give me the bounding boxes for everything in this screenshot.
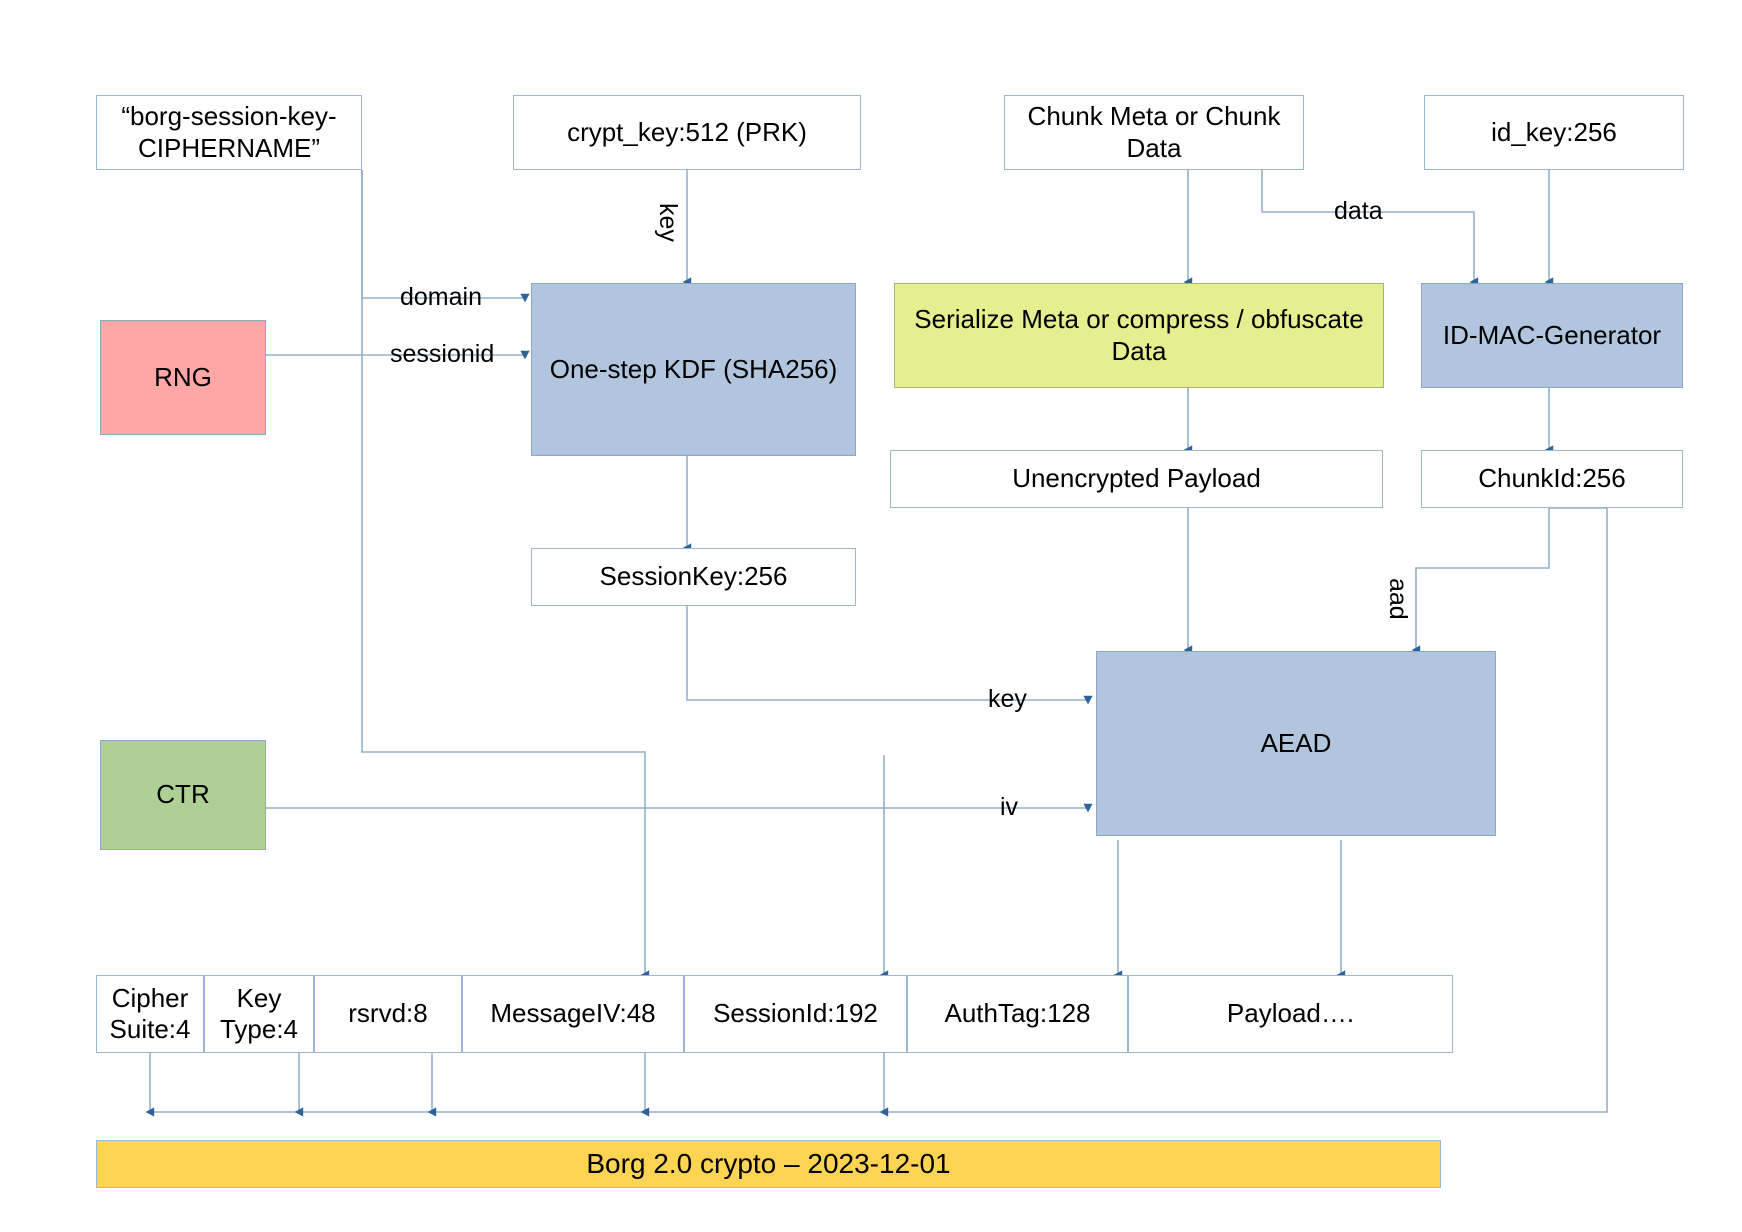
edge-label-key-to-aead: key bbox=[988, 685, 1027, 713]
node-crypt-key-label: crypt_key:512 (PRK) bbox=[567, 116, 807, 147]
node-serialize-label: Serialize Meta or compress / obfuscate D… bbox=[914, 303, 1364, 366]
node-session-key-label: SessionKey:256 bbox=[599, 561, 788, 592]
node-id-mac-generator-label: ID-MAC-Generator bbox=[1442, 319, 1662, 350]
node-chunk-id: ChunkId:256 bbox=[1421, 450, 1683, 508]
packet-field-label: Payload…. bbox=[1226, 998, 1355, 1029]
footer-title-label: Borg 2.0 crypto – 2023-12-01 bbox=[586, 1147, 951, 1179]
packet-field-cipher-suite: Cipher Suite:4 bbox=[96, 975, 204, 1053]
node-chunk-id-label: ChunkId:256 bbox=[1478, 463, 1626, 494]
packet-field-auth-tag: AuthTag:128 bbox=[907, 975, 1128, 1053]
node-one-step-kdf: One-step KDF (SHA256) bbox=[531, 283, 856, 456]
node-id-key-label: id_key:256 bbox=[1491, 116, 1617, 147]
node-unencrypted-payload-label: Unencrypted Payload bbox=[1012, 463, 1261, 494]
node-chunk-input: Chunk Meta or Chunk Data bbox=[1004, 95, 1304, 170]
packet-field-label: SessionId:192 bbox=[713, 998, 878, 1029]
node-one-step-kdf-label: One-step KDF (SHA256) bbox=[549, 353, 838, 384]
packet-field-session-id: SessionId:192 bbox=[684, 975, 907, 1053]
packet-field-rsrvd: rsrvd:8 bbox=[314, 975, 462, 1053]
node-serialize: Serialize Meta or compress / obfuscate D… bbox=[894, 283, 1384, 388]
packet-field-key-type: Key Type:4 bbox=[204, 975, 314, 1053]
node-rng: RNG bbox=[100, 320, 266, 435]
node-aead: AEAD bbox=[1096, 651, 1496, 836]
node-ctr: CTR bbox=[100, 740, 266, 850]
packet-field-label: MessageIV:48 bbox=[490, 998, 656, 1029]
node-ctr-label: CTR bbox=[156, 779, 210, 810]
node-id-key: id_key:256 bbox=[1424, 95, 1684, 170]
node-rng-label: RNG bbox=[154, 361, 212, 392]
packet-field-label: rsrvd:8 bbox=[348, 998, 428, 1029]
node-domain-constant-label: “borg-session-key-CIPHERNAME” bbox=[121, 100, 337, 163]
packet-field-message-iv: MessageIV:48 bbox=[462, 975, 684, 1053]
edge-label-domain: domain bbox=[400, 283, 482, 311]
packet-field-label: Cipher Suite:4 bbox=[109, 982, 191, 1044]
node-domain-constant: “borg-session-key-CIPHERNAME” bbox=[96, 95, 362, 170]
edge-label-sessionid: sessionid bbox=[390, 340, 495, 368]
edge-label-iv-to-aead: iv bbox=[1000, 793, 1019, 821]
edge-label-aad-to-aead: aad bbox=[1384, 578, 1412, 620]
edge-label-key-to-kdf: key bbox=[654, 203, 682, 242]
edge-label-data: data bbox=[1334, 197, 1383, 225]
node-crypt-key: crypt_key:512 (PRK) bbox=[513, 95, 861, 170]
packet-field-payload: Payload…. bbox=[1128, 975, 1453, 1053]
packet-field-label: Key Type:4 bbox=[219, 982, 299, 1044]
node-id-mac-generator: ID-MAC-Generator bbox=[1421, 283, 1683, 388]
node-unencrypted-payload: Unencrypted Payload bbox=[890, 450, 1383, 508]
footer-title-bar: Borg 2.0 crypto – 2023-12-01 bbox=[96, 1140, 1441, 1188]
node-chunk-input-label: Chunk Meta or Chunk Data bbox=[1027, 100, 1281, 163]
node-aead-label: AEAD bbox=[1260, 727, 1332, 758]
packet-field-label: AuthTag:128 bbox=[944, 998, 1091, 1029]
node-session-key: SessionKey:256 bbox=[531, 548, 856, 606]
